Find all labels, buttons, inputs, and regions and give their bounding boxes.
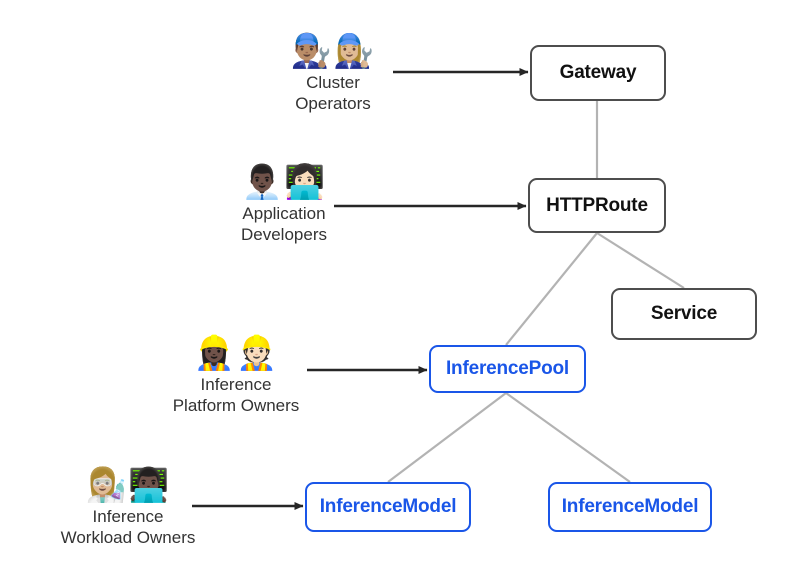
node-label: InferenceModel bbox=[319, 496, 457, 517]
node-httproute[interactable]: HTTPRoute bbox=[528, 178, 666, 233]
node-inferencemodel-left[interactable]: InferenceModel bbox=[305, 482, 471, 532]
node-service[interactable]: Service bbox=[611, 288, 757, 340]
node-inferencemodel-right[interactable]: InferenceModel bbox=[548, 482, 712, 532]
edge-inferencepool-inferencemodel-right bbox=[505, 392, 631, 483]
actor-inference-platform-owners: 👷🏿‍♀️👷🏻Inference Platform Owners bbox=[160, 334, 312, 416]
actor-label: Inference Workload Owners bbox=[60, 507, 196, 547]
edge-httproute-inferencepool bbox=[505, 232, 598, 346]
actor-label: Application Developers bbox=[241, 204, 327, 244]
node-label: HTTPRoute bbox=[546, 194, 648, 216]
node-label: InferenceModel bbox=[561, 496, 699, 517]
man-mechanic-icon: 👨🏽‍🔧👩🏼‍🔧 bbox=[290, 31, 376, 70]
actor-cluster-operators: 👨🏽‍🔧👩🏼‍🔧Cluster Operators bbox=[283, 32, 383, 114]
node-label: Gateway bbox=[559, 62, 637, 83]
man-office-worker-icon: 👨🏿‍💼👩🏻‍💻 bbox=[241, 162, 327, 201]
edge-httproute-service bbox=[596, 232, 685, 289]
actor-label: Inference Platform Owners bbox=[172, 375, 300, 415]
woman-scientist-icon: 👩🏼‍🔬👨🏿‍💻 bbox=[85, 465, 171, 504]
connector-lines bbox=[387, 101, 685, 483]
woman-construction-worker-icon: 👷🏿‍♀️👷🏻 bbox=[193, 333, 279, 372]
node-gateway[interactable]: Gateway bbox=[530, 45, 666, 101]
node-label: Service bbox=[650, 303, 718, 324]
actor-arrows bbox=[192, 68, 529, 510]
actor-label: Cluster Operators bbox=[295, 73, 371, 113]
node-inferencepool[interactable]: InferencePool bbox=[429, 345, 586, 393]
edge-inferencepool-inferencemodel-left bbox=[387, 392, 507, 483]
node-label: InferencePool bbox=[445, 358, 570, 379]
actor-application-developers: 👨🏿‍💼👩🏻‍💻Application Developers bbox=[222, 163, 346, 245]
actor-inference-workload-owners: 👩🏼‍🔬👨🏿‍💻Inference Workload Owners bbox=[48, 466, 208, 548]
